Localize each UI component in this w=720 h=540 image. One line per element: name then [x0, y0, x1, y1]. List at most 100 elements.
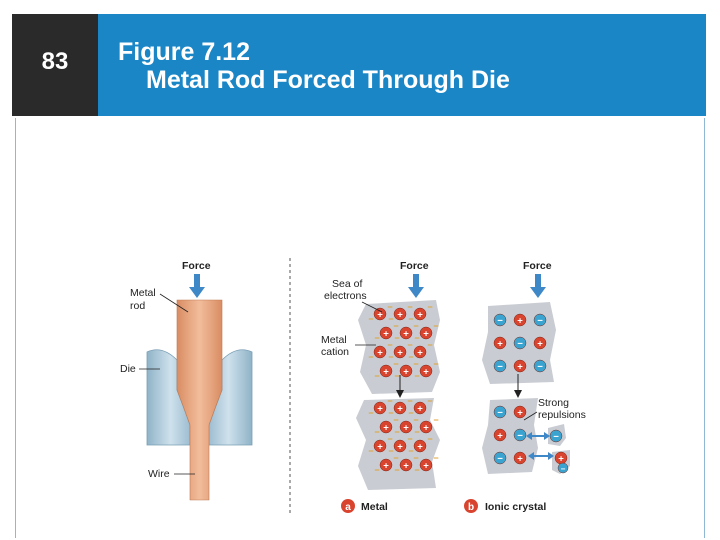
metal-cation — [393, 439, 407, 453]
electron: − — [368, 446, 373, 456]
ionic-cation-sign: + — [558, 454, 564, 465]
metal-cation-sign: + — [383, 367, 389, 378]
ionic-anion-sign: − — [497, 454, 503, 465]
electron: − — [413, 453, 418, 463]
metal-cation-label: Metal — [321, 334, 347, 346]
metal-cation-sign: + — [377, 442, 383, 453]
figure-number: Figure 7.12 — [118, 38, 250, 66]
ionic-anion — [513, 428, 527, 442]
electron: − — [368, 408, 373, 418]
metal-cation-sign: + — [403, 423, 409, 434]
panel-b-letter: b — [468, 502, 474, 513]
metal-cation-sign: + — [423, 461, 429, 472]
ionic-cation — [493, 336, 507, 350]
electron: − — [427, 396, 432, 406]
electron: − — [374, 465, 379, 475]
strong-repulsions-label: Strong — [538, 397, 569, 409]
force-label-rod: Force — [182, 260, 211, 272]
metal-rod-leader — [159, 293, 189, 313]
electron: − — [393, 415, 398, 425]
metal-cation — [379, 420, 393, 434]
metal-cation-sign: + — [417, 442, 423, 453]
ionic-cation — [493, 428, 507, 442]
electron: − — [374, 333, 379, 343]
metal-rod — [176, 299, 223, 501]
metal-cation-sign: + — [377, 404, 383, 415]
electron: − — [427, 434, 432, 444]
metal-cation — [419, 364, 433, 378]
metal-cation — [413, 401, 427, 415]
metal-cation-sign: + — [377, 310, 383, 321]
force-arrow-metal-icon — [408, 274, 424, 298]
electron: − — [433, 359, 438, 369]
ionic-cation-sign: + — [517, 362, 523, 373]
metal-cation — [413, 307, 427, 321]
electron: − — [388, 408, 393, 418]
ionic-anion — [493, 359, 507, 373]
ionic-cation-sign: + — [537, 339, 543, 350]
ionic-anion-sign: − — [537, 316, 543, 327]
sea-of-electrons-label: Sea of — [332, 278, 362, 290]
electron: − — [393, 321, 398, 331]
electron: − — [393, 359, 398, 369]
metal-cation — [393, 401, 407, 415]
electron: − — [388, 314, 393, 324]
electron: − — [414, 427, 419, 437]
wire-label: Wire — [148, 468, 170, 480]
metal-cation — [399, 326, 413, 340]
metal-cation-sign: + — [417, 404, 423, 415]
metal-cation — [393, 307, 407, 321]
ionic-anion-sign: − — [561, 465, 566, 474]
ionic-cation-sign: + — [517, 454, 523, 465]
die-label: Die — [120, 363, 136, 375]
electron: − — [387, 340, 392, 350]
ionic-cation-sign: + — [517, 316, 523, 327]
metal-cation-sign: + — [423, 329, 429, 340]
electron: − — [374, 427, 379, 437]
electron: − — [407, 302, 412, 312]
metal-cation — [419, 420, 433, 434]
panel-b-badge — [464, 499, 478, 513]
electron: − — [394, 333, 399, 343]
electron: − — [368, 314, 373, 324]
electron: − — [394, 465, 399, 475]
metal-cation — [379, 326, 393, 340]
electron: − — [433, 415, 438, 425]
ionic-anion — [533, 359, 547, 373]
ionic-cation-sign: + — [517, 408, 523, 419]
electron: − — [414, 371, 419, 381]
metal-cation-sign: + — [403, 461, 409, 472]
metal-cation — [413, 439, 427, 453]
metal-cation — [379, 458, 393, 472]
ionic-anion — [533, 313, 547, 327]
metal-cation-sign: + — [383, 329, 389, 340]
force-arrow-rod-icon — [189, 274, 205, 298]
metal-cation — [379, 364, 393, 378]
ionic-anion — [493, 313, 507, 327]
ionic-cation — [513, 359, 527, 373]
metal-cation-sign: + — [423, 423, 429, 434]
metal-cation-sign: + — [397, 348, 403, 359]
panel-b-label: Ionic crystal — [485, 501, 546, 513]
repulsion-leader — [523, 411, 538, 421]
metal-cation — [393, 345, 407, 359]
ionic-arrow-down-icon — [514, 374, 522, 398]
metal-cation-sign: + — [383, 423, 389, 434]
metal-cation-sign: + — [397, 442, 403, 453]
ionic-cation — [513, 405, 527, 419]
strong-repulsions-label-2: repulsions — [538, 409, 586, 421]
metal-cation — [419, 326, 433, 340]
metal-cation-sign: + — [403, 329, 409, 340]
electron: − — [414, 333, 419, 343]
ionic-cation-sign: + — [497, 339, 503, 350]
sea-leader — [361, 301, 383, 313]
electron: − — [408, 314, 413, 324]
electron: − — [368, 352, 373, 362]
right-border — [704, 118, 705, 538]
sea-of-electrons-label-2: electrons — [324, 290, 367, 302]
panel-a-badge — [341, 499, 355, 513]
metal-cation-sign: + — [383, 461, 389, 472]
electron: − — [408, 408, 413, 418]
